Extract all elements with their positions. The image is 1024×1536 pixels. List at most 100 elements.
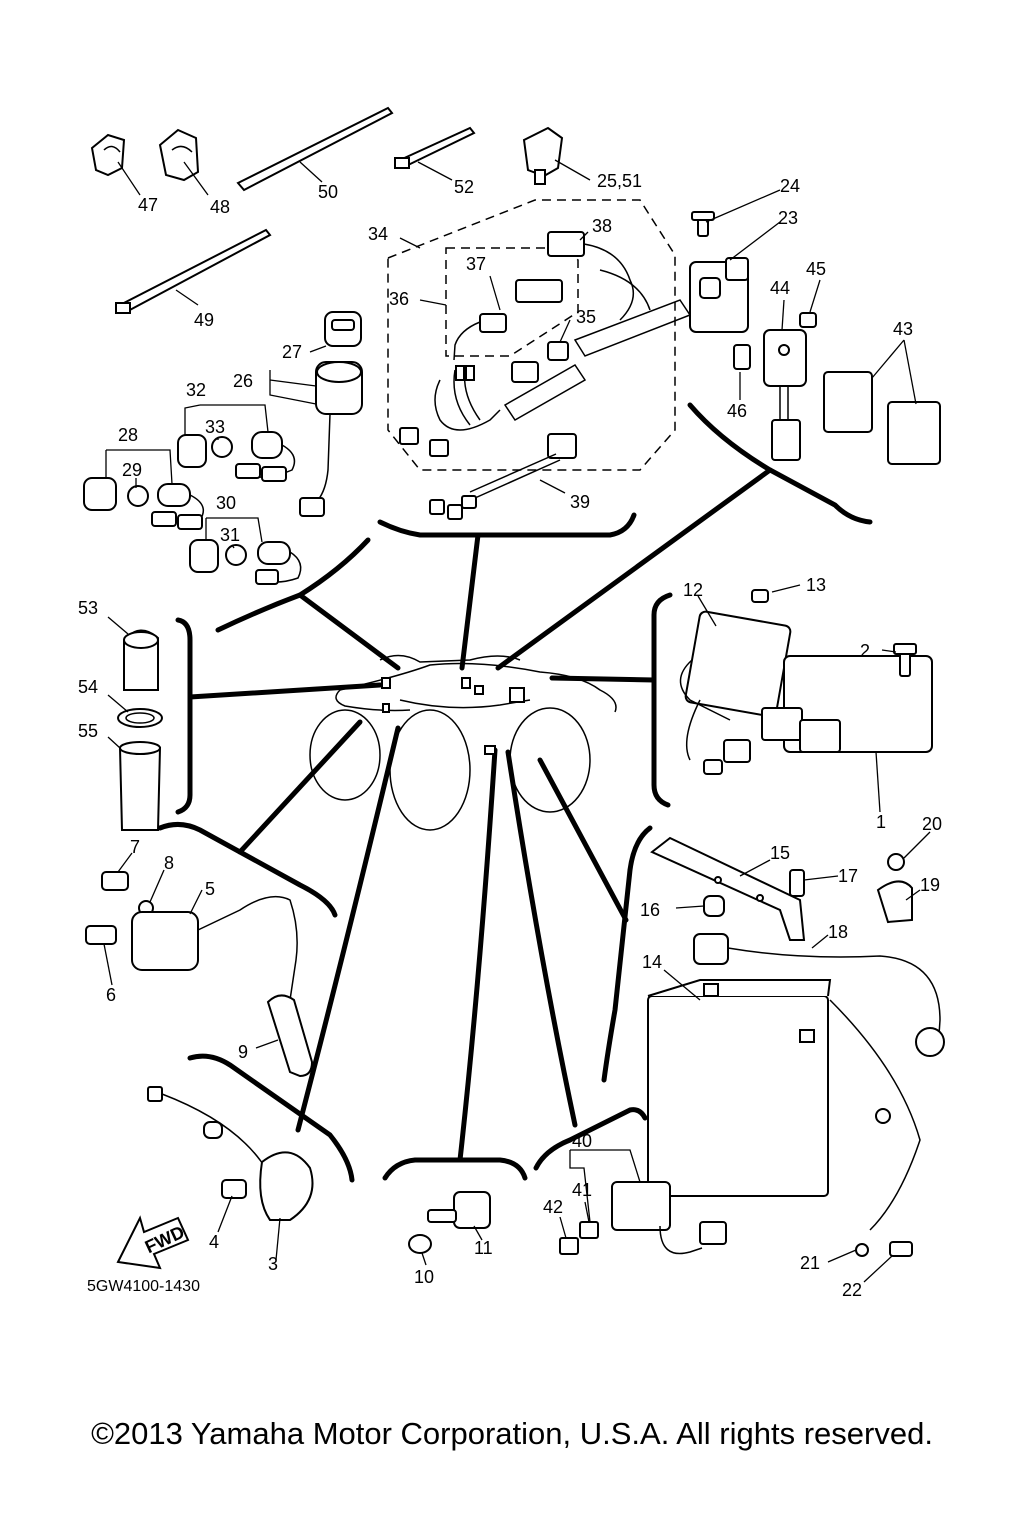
fuse-37 <box>515 279 563 303</box>
callout-25-51: 25,51 <box>597 171 642 191</box>
callout-45: 45 <box>806 259 826 279</box>
clamp-25-51 <box>522 126 564 178</box>
callout-52: 52 <box>454 177 474 197</box>
main-switch-and-lamps <box>83 311 363 585</box>
relay-38 <box>547 231 585 257</box>
fuse-box-40 <box>611 1181 671 1231</box>
callout-24: 24 <box>780 176 800 196</box>
callout-22: 22 <box>842 1280 862 1300</box>
callout-1: 1 <box>876 812 886 832</box>
callout-7: 7 <box>130 837 140 857</box>
battery-band-15 <box>650 836 806 941</box>
wire-harness-group <box>387 199 692 520</box>
rivet-20 <box>887 853 905 871</box>
sleeve-55 <box>118 747 162 831</box>
switch-11 <box>453 1191 491 1229</box>
callout-47: 47 <box>138 195 158 215</box>
callout-55: 55 <box>78 721 98 741</box>
grommet <box>203 1121 223 1139</box>
bolt-6 <box>85 925 117 945</box>
pickup-coil-group <box>147 1086 314 1221</box>
callout-5: 5 <box>205 879 215 899</box>
clip-19 <box>876 880 913 924</box>
relay-44 <box>763 329 807 387</box>
callout-26: 26 <box>233 371 253 391</box>
battery-14 <box>647 995 829 1197</box>
bolt-7 <box>101 871 129 891</box>
callout-38: 38 <box>592 216 612 236</box>
callout-44: 44 <box>770 278 790 298</box>
callout-54: 54 <box>78 677 98 697</box>
callout-4: 4 <box>209 1232 219 1252</box>
rectifier-cdi-group <box>679 589 933 775</box>
lamp-socket-32 <box>177 434 207 468</box>
positive-lead-18 <box>693 933 729 965</box>
lamp-socket-30 <box>189 539 219 573</box>
callout-27: 27 <box>282 342 302 362</box>
screw-45 <box>799 312 817 328</box>
pickup-coil-3 <box>259 1151 314 1221</box>
sub-box-group <box>117 629 163 831</box>
leader-lines <box>103 159 931 1283</box>
sub-lead-39 <box>547 433 577 459</box>
damper-16 <box>703 895 725 917</box>
rectifier-12 <box>684 610 792 718</box>
atv-vehicle-outline <box>309 654 617 831</box>
callout-11: 11 <box>474 1238 493 1258</box>
callout-41: 41 <box>572 1180 592 1200</box>
band-49 <box>118 228 272 314</box>
callout-49: 49 <box>194 310 214 330</box>
callout-46: 46 <box>727 401 747 421</box>
callout-19: 19 <box>920 875 940 895</box>
callout-36: 36 <box>389 289 409 309</box>
fuse-box-group <box>559 1181 727 1255</box>
band-52 <box>398 126 476 169</box>
callout-31: 31 <box>220 525 240 545</box>
callout-6: 6 <box>106 985 116 1005</box>
callout-16: 16 <box>640 900 660 920</box>
callout-53: 53 <box>78 598 98 618</box>
callout-28: 28 <box>118 425 138 445</box>
bolt-22 <box>889 1241 913 1257</box>
ignition-coil-5 <box>131 911 199 971</box>
group-connectors <box>157 402 873 1183</box>
callout-13: 13 <box>806 575 826 595</box>
callout-15: 15 <box>770 843 790 863</box>
callout-18: 18 <box>828 922 848 942</box>
forward-arrow-icon: FWD <box>116 1215 190 1270</box>
callout-35: 35 <box>576 307 596 327</box>
callout-32: 32 <box>186 380 206 400</box>
fuse-41 <box>579 1221 599 1239</box>
copyright-notice: ©2013 Yamaha Motor Corporation, U.S.A. A… <box>91 1416 933 1451</box>
bolt-4 <box>221 1179 247 1199</box>
callout-37: 37 <box>466 254 486 274</box>
callout-40: 40 <box>572 1131 592 1151</box>
battery-group <box>647 836 945 1257</box>
callout-20: 20 <box>922 814 942 834</box>
neutral-switch-group <box>408 1191 491 1254</box>
callout-3: 3 <box>268 1254 278 1274</box>
callout-43: 43 <box>893 319 913 339</box>
callout-39: 39 <box>570 492 590 512</box>
bolt-13 <box>751 589 769 603</box>
fuse-42 <box>559 1237 579 1255</box>
callout-29: 29 <box>122 460 142 480</box>
callout-10: 10 <box>414 1267 434 1287</box>
bolt-17 <box>789 869 805 897</box>
relay-43b <box>887 401 941 465</box>
callout-17: 17 <box>838 866 858 886</box>
relay-43a <box>823 371 873 433</box>
band-50 <box>236 106 394 192</box>
bracket-46 <box>733 344 751 370</box>
callout-30: 30 <box>216 493 236 513</box>
gasket-10 <box>408 1234 432 1254</box>
callout-33: 33 <box>205 417 225 437</box>
callout-34: 34 <box>368 224 388 244</box>
washer-21 <box>855 1243 869 1257</box>
drawing-code: 5GW4100-1430 <box>87 1278 200 1295</box>
callout-9: 9 <box>238 1042 248 1062</box>
callout-21: 21 <box>800 1253 820 1273</box>
lamp-socket-28 <box>83 477 117 511</box>
nut-54 <box>117 708 163 728</box>
